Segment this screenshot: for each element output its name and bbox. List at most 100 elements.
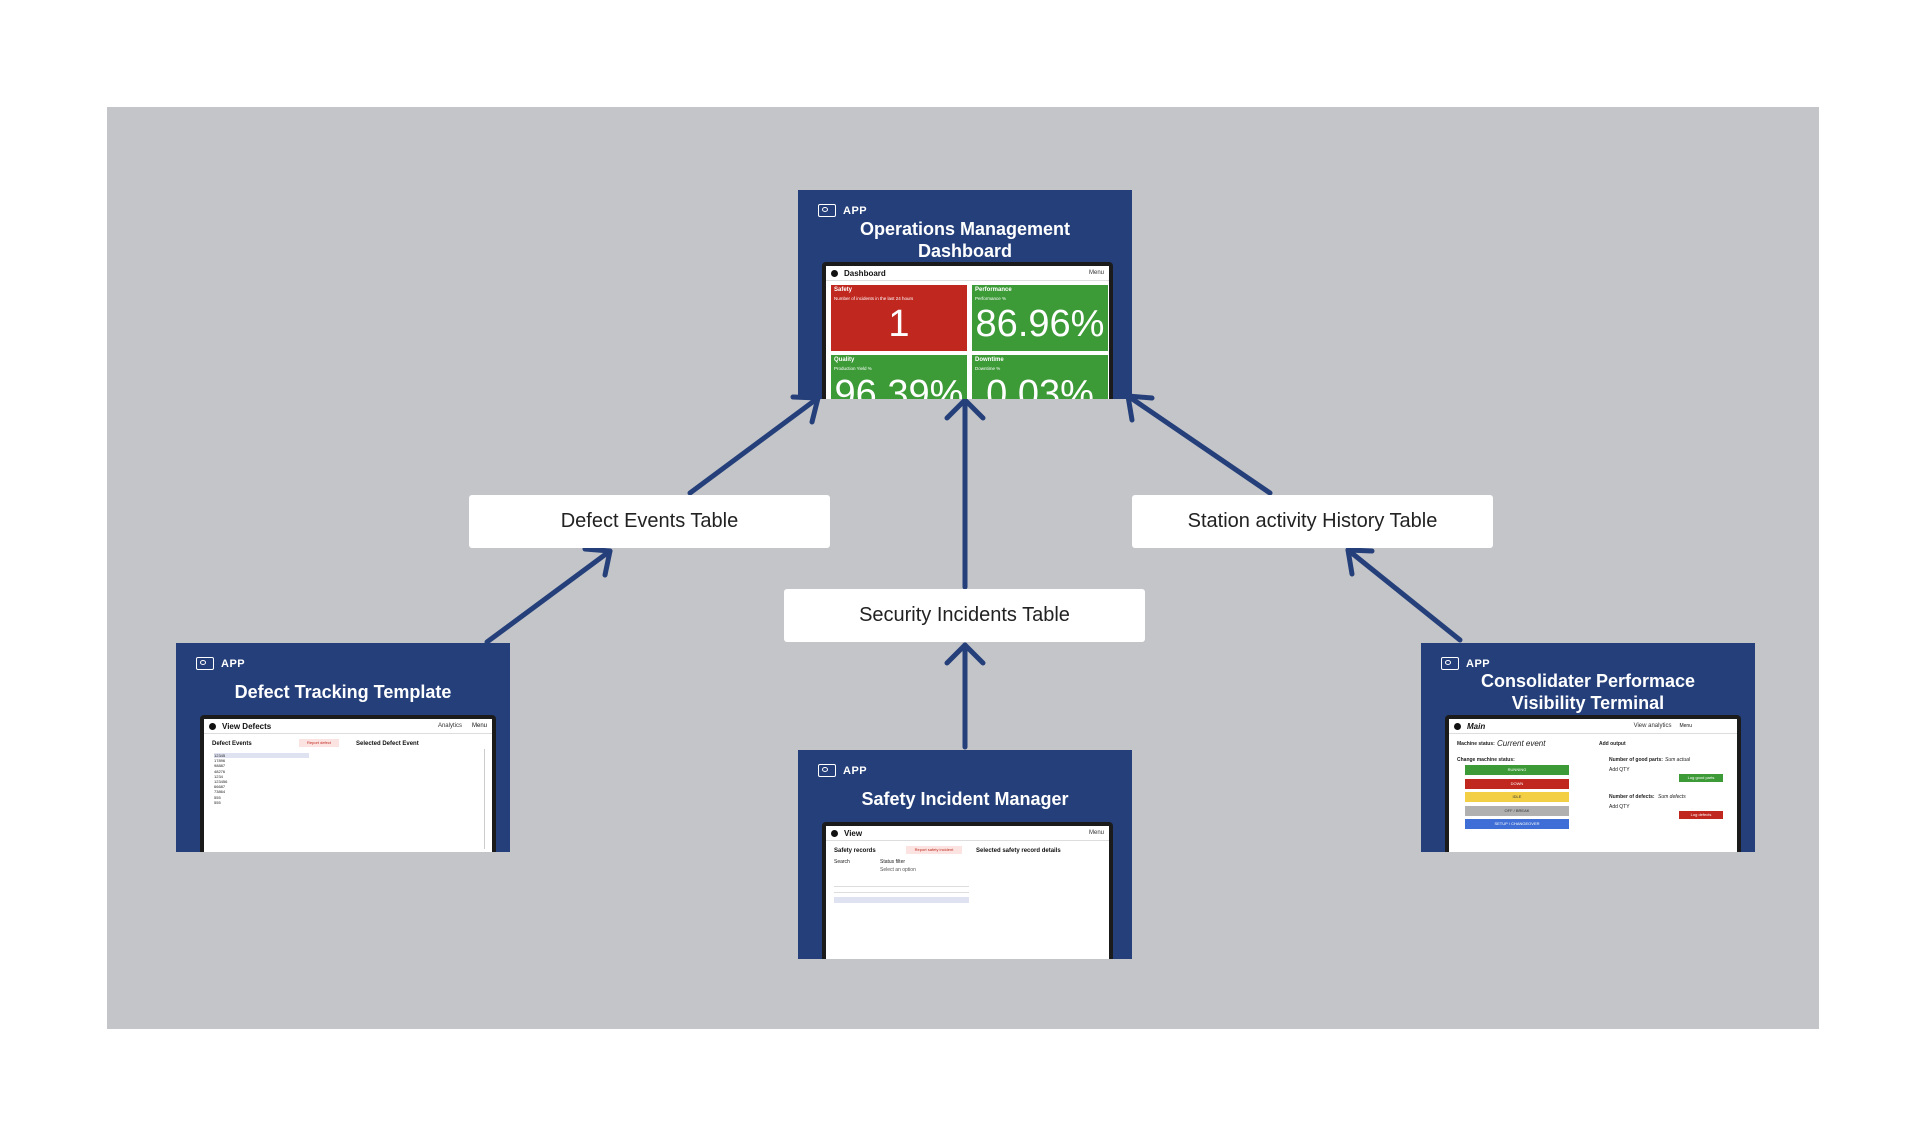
analytics-label: Analytics [437,723,462,729]
app-tag-label: APP [221,657,246,670]
dashboard-app-card: APP Operations Management Dashboard Dash… [798,190,1132,399]
status-button[interactable]: OFF / BREAK [1465,805,1569,816]
list-header: Safety records [834,848,876,854]
defect-tracking-app-card: APP Defect Tracking Template View Defect… [176,643,510,852]
status-button[interactable]: DOWN [1465,778,1569,789]
logo-icon [831,269,838,277]
detail-header: Selected safety record details [976,848,1061,854]
app-tag-label: APP [843,204,868,217]
menu-label: Menu [471,723,487,729]
machine-status-label: Machine status: [1457,741,1495,747]
security-incidents-table-box: Security Incidents Table [784,589,1145,642]
screen-header: Main View analytics Menu [1449,719,1737,734]
defect-events-table-label: Defect Events Table [560,510,739,532]
spacer [976,866,1096,867]
table-row[interactable]: 123456 [214,779,228,784]
table-row[interactable]: 98887 [214,763,226,769]
table-row[interactable]: 66687 [214,784,226,790]
scrollbar[interactable] [484,749,485,849]
screen-title: View Defects [222,721,272,731]
report-defect-button[interactable]: Report defect [299,739,339,747]
app-tag-label: APP [843,764,868,777]
table-row[interactable]: 17896 [214,758,226,764]
app-icon [818,764,836,777]
safety-manager-app-title: Safety Incident Manager [861,789,1069,809]
detail-header: Selected Defect Event [356,741,419,747]
sum-defects-value: Sum defects [1658,794,1686,800]
tile-name: Safety [834,287,853,293]
tile-sub: Number of incidents in the last 24 hours [834,296,914,301]
report-safety-button[interactable]: Report safety incident [906,846,962,854]
quality-tile: Quality Production Yield % 96.39% [831,355,967,399]
app-tag: APP [1441,657,1490,670]
sum-actual-value: Sum actual [1665,757,1691,763]
tile-value: 1 [888,303,910,345]
logo-icon [831,829,838,837]
table-row[interactable]: 12345 [214,753,309,758]
screen-title: View [844,828,863,838]
list-header: Defect Events [212,741,252,747]
tile-value: 0.03% [986,373,1094,399]
defects-label: Number of defects: [1609,794,1655,800]
table-row[interactable]: 555 [214,799,221,805]
view-analytics-label[interactable]: View analytics [1633,723,1672,729]
consolidater-app-title: Consolidater Performace Visibility Termi… [1480,671,1696,713]
table-row[interactable]: 73864 [214,789,226,795]
screen-header: View Menu [826,826,1109,841]
dashboard-app-title: Operations Management Dashboard [859,219,1071,261]
safety-manager-screenshot: View Menu Safety records Report safety in… [822,822,1113,959]
logo-icon [209,722,216,730]
menu-label: Menu [1088,830,1104,836]
status-button[interactable]: RUNNING [1465,765,1569,775]
consolidater-screenshot: Main View analytics Menu Machine status: C… [1445,715,1741,852]
good-parts-label: Number of good parts: [1609,757,1663,763]
add-output-label: Add output [1599,741,1626,747]
tile-sub: Production Yield % [834,366,872,371]
table-row[interactable] [834,897,969,903]
tile-name: Quality [834,357,855,363]
app-icon [196,657,214,670]
app-tag: APP [818,204,867,217]
tile-sub: Downtime % [975,366,1001,371]
screen-title: Dashboard [844,268,886,278]
menu-label[interactable]: Menu [1679,723,1692,729]
status-filter-label: Status filter [880,859,906,865]
tile-value: 96.39% [834,373,964,399]
safety-tile: Safety Number of incidents in the last 2… [831,285,967,351]
logo-icon [1454,722,1461,730]
status-filter-select[interactable]: Select an option [880,867,916,873]
app-icon [818,204,836,217]
app-icon [1441,657,1459,670]
downtime-tile: Downtime Downtime % 0.03% [972,355,1108,399]
status-button[interactable]: IDLE [1465,792,1569,802]
app-tag: APP [196,657,245,670]
screen-title: Main [1467,721,1486,731]
status-button[interactable]: SETUP / CHANGEOVER [1465,819,1569,829]
dashboard-screenshot: Dashboard Menu Safety Number of incidents… [822,262,1113,399]
table-row[interactable]: 555 [214,794,221,800]
security-incidents-table-label: Security Incidents Table [859,604,1070,626]
log-defects-button[interactable]: Log defects [1679,811,1723,819]
safety-manager-app-card: APP Safety Incident Manager View Menu Saf… [798,750,1132,959]
log-good-parts-button[interactable]: Log good parts [1679,774,1723,782]
add-qty-label: Add QTY [1609,767,1630,773]
divider [834,886,969,887]
current-event-value: Current event [1497,739,1546,748]
defect-events-table-box: Defect Events Table [469,495,830,548]
tile-name: Performance [975,287,1012,293]
defect-tracking-app-title: Defect Tracking Template [234,682,452,702]
app-tag: APP [818,764,867,777]
screen-header: Dashboard Menu [826,266,1109,281]
divider [834,892,969,893]
search-label: Search [834,859,850,865]
tile-sub: Performance % [975,296,1007,301]
add-qty-label: Add QTY [1609,804,1630,810]
change-status-label: Change machine status: [1457,757,1515,763]
menu-label: Menu [1088,270,1104,276]
consolidater-app-card: APP Consolidater Performace Visibility T… [1421,643,1755,852]
screen-header: View Defects Analytics Menu [204,719,492,734]
station-activity-table-label: Station activity History Table [1187,510,1438,532]
table-row[interactable]: 1234 [214,773,223,779]
table-row[interactable]: 48276 [214,768,226,774]
